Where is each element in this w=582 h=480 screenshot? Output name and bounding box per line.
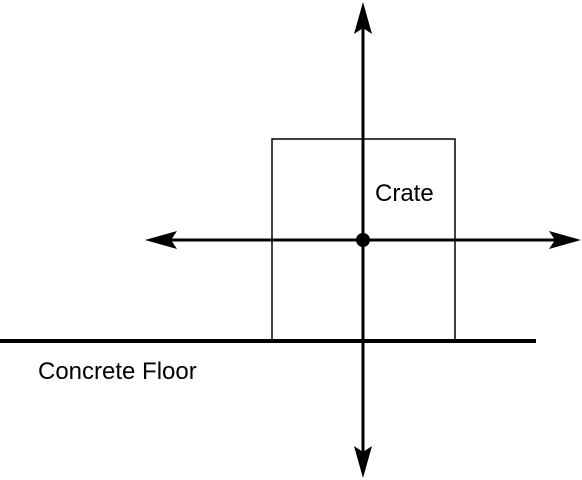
- floor-label: Concrete Floor: [38, 358, 197, 385]
- arrow-down-icon: [354, 446, 372, 478]
- center-dot: [356, 233, 370, 247]
- arrow-right-icon: [549, 231, 581, 249]
- crate-label: Crate: [375, 180, 434, 207]
- arrow-up-icon: [354, 2, 372, 34]
- arrow-left-icon: [145, 231, 177, 249]
